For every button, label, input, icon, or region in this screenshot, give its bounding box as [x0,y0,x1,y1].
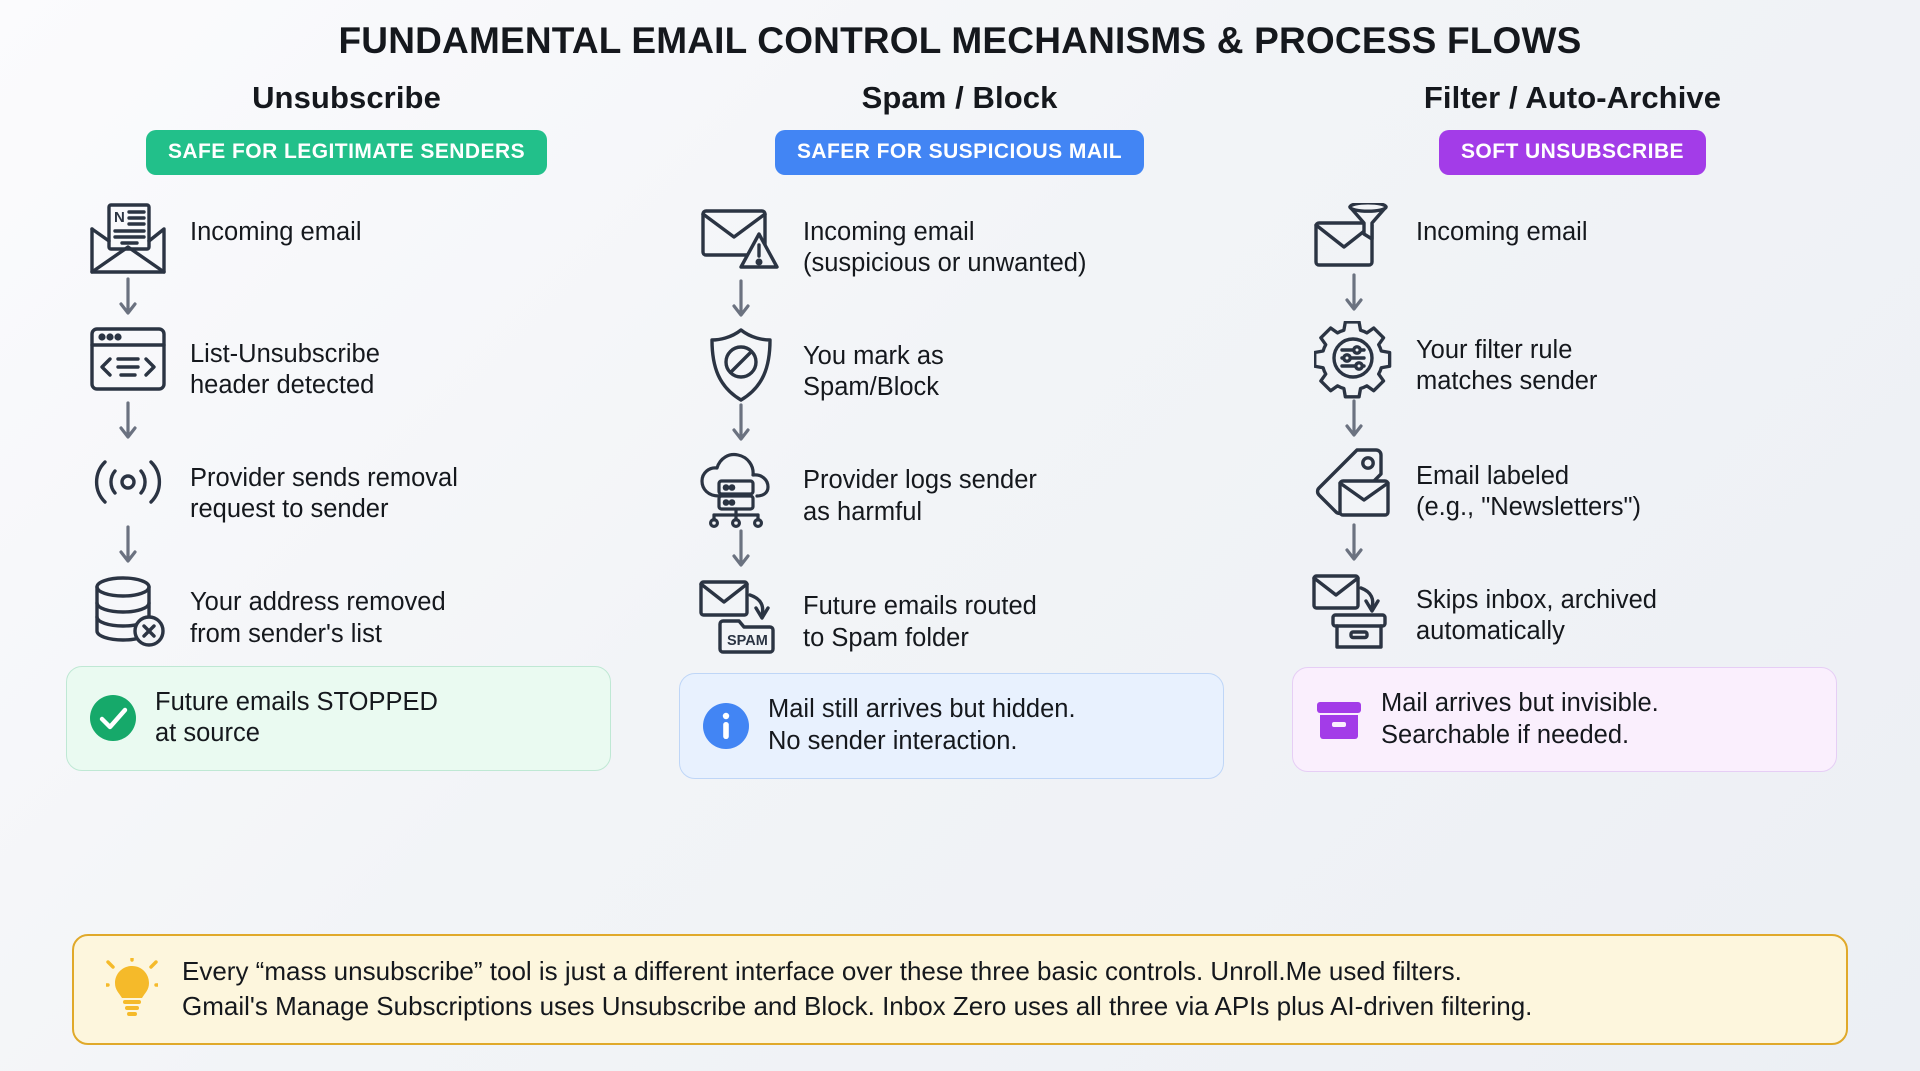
tag-envelope-icon [1300,445,1408,519]
flow-steps: Incoming email (suspicious or unwanted) [653,201,1266,657]
arrow-down-icon [1300,399,1408,445]
flow-step: Your filter rule matches sender [1300,319,1879,399]
svg-text:N: N [114,209,125,226]
step-label: Your filter rule matches sender [1416,336,1598,396]
flow-step: SPAM Future emails routed to Spam folder [687,575,1266,657]
arrow-down-icon [687,279,795,325]
badge-safe-for-legitimate-senders: SAFE FOR LEGITIMATE SENDERS [145,130,548,175]
database-remove-icon [74,571,182,649]
arrow-down-icon [1300,523,1408,569]
badge-row: SOFT UNSUBSCRIBE [1266,130,1879,175]
column-heading: Filter / Auto-Archive [1423,80,1722,115]
flow-steps: N Incoming email [40,201,653,650]
step-label: You mark as Spam/Block [803,342,944,402]
step-label: Provider sends removal request to sender [190,464,458,524]
callout-text: Mail still arrives but hidden. No sender… [768,695,1076,756]
arrow-down-icon [1300,273,1408,319]
flow-step: Incoming email (suspicious or unwanted) [687,201,1266,279]
step-label: Email labeled (e.g., "Newsletters") [1416,462,1641,522]
flow-step: Incoming email [1300,201,1879,273]
step-label: Skips inbox, archived automatically [1416,586,1657,646]
flow-steps: Incoming email [1266,201,1879,651]
flow-step: Email labeled (e.g., "Newsletters") [1300,445,1879,523]
newsletter-envelope-icon: N [74,201,182,277]
step-label: Incoming email (suspicious or unwanted) [803,218,1087,278]
info-circle-icon [702,702,750,750]
svg-text:SPAM: SPAM [727,633,768,649]
step-label: List-Unsubscribe header detected [190,340,380,400]
gear-settings-icon [1300,319,1408,399]
callout-future-emails-stopped: Future emails STOPPED at source [66,665,611,771]
footer-note-text: Every “mass unsubscribe” tool is just a … [182,956,1533,1022]
column-heading: Unsubscribe [252,80,441,115]
step-label: Incoming email [190,218,362,246]
flow-step: Provider logs sender as harmful [687,449,1266,529]
column-filter-auto-archive: Filter / Auto-Archive SOFT UNSUBSCRIBE I… [1266,80,1879,779]
arrow-down-icon [74,525,182,571]
check-circle-icon [89,694,137,742]
flow-step: Your address removed from sender's list [74,571,653,649]
archive-box-icon [1315,696,1363,744]
callout-text: Future emails STOPPED at source [155,687,438,748]
badge-row: SAFE FOR LEGITIMATE SENDERS [40,130,653,175]
cloud-server-icon [687,449,795,529]
callout-text: Mail arrives but invisible. Searchable i… [1381,689,1659,749]
arrow-down-icon [74,401,182,447]
step-label: Your address removed from sender's list [190,588,446,648]
broadcast-signal-icon [74,447,182,515]
flow-step: Provider sends removal request to sender [74,447,653,525]
arrow-down-icon [687,529,795,575]
badge-safer-for-suspicious-mail: SAFER FOR SUSPICIOUS MAIL [774,130,1145,175]
code-window-icon [74,323,182,393]
flow-step: N Incoming email [74,201,653,277]
lightbulb-icon [104,958,160,1020]
page-title: FUNDAMENTAL EMAIL CONTROL MECHANISMS & P… [338,20,1582,61]
flow-step: List-Unsubscribe header detected [74,323,653,401]
flow-step: You mark as Spam/Block [687,325,1266,403]
badge-row: SAFER FOR SUSPICIOUS MAIL [653,130,1266,175]
callout-mail-still-arrives: Mail still arrives but hidden. No sender… [679,673,1224,779]
envelope-funnel-icon [1300,201,1408,273]
step-label: Future emails routed to Spam folder [803,592,1037,652]
columns-container: Unsubscribe SAFE FOR LEGITIMATE SENDERS … [0,62,1920,779]
column-unsubscribe: Unsubscribe SAFE FOR LEGITIMATE SENDERS … [40,80,653,779]
envelope-to-spam-folder-icon: SPAM [687,575,795,657]
arrow-down-icon [74,277,182,323]
step-label: Incoming email [1416,218,1588,246]
envelope-to-archive-box-icon [1300,569,1408,651]
footer-note: Every “mass unsubscribe” tool is just a … [72,934,1848,1045]
badge-soft-unsubscribe: SOFT UNSUBSCRIBE [1438,130,1707,175]
shield-block-icon [687,325,795,403]
column-heading: Spam / Block [861,80,1058,115]
flow-step: Skips inbox, archived automatically [1300,569,1879,651]
column-spam-block: Spam / Block SAFER FOR SUSPICIOUS MAIL [653,80,1266,779]
arrow-down-icon [687,403,795,449]
envelope-warning-icon [687,201,795,273]
step-label: Provider logs sender as harmful [803,466,1037,526]
callout-mail-arrives-invisible: Mail arrives but invisible. Searchable i… [1292,667,1837,773]
